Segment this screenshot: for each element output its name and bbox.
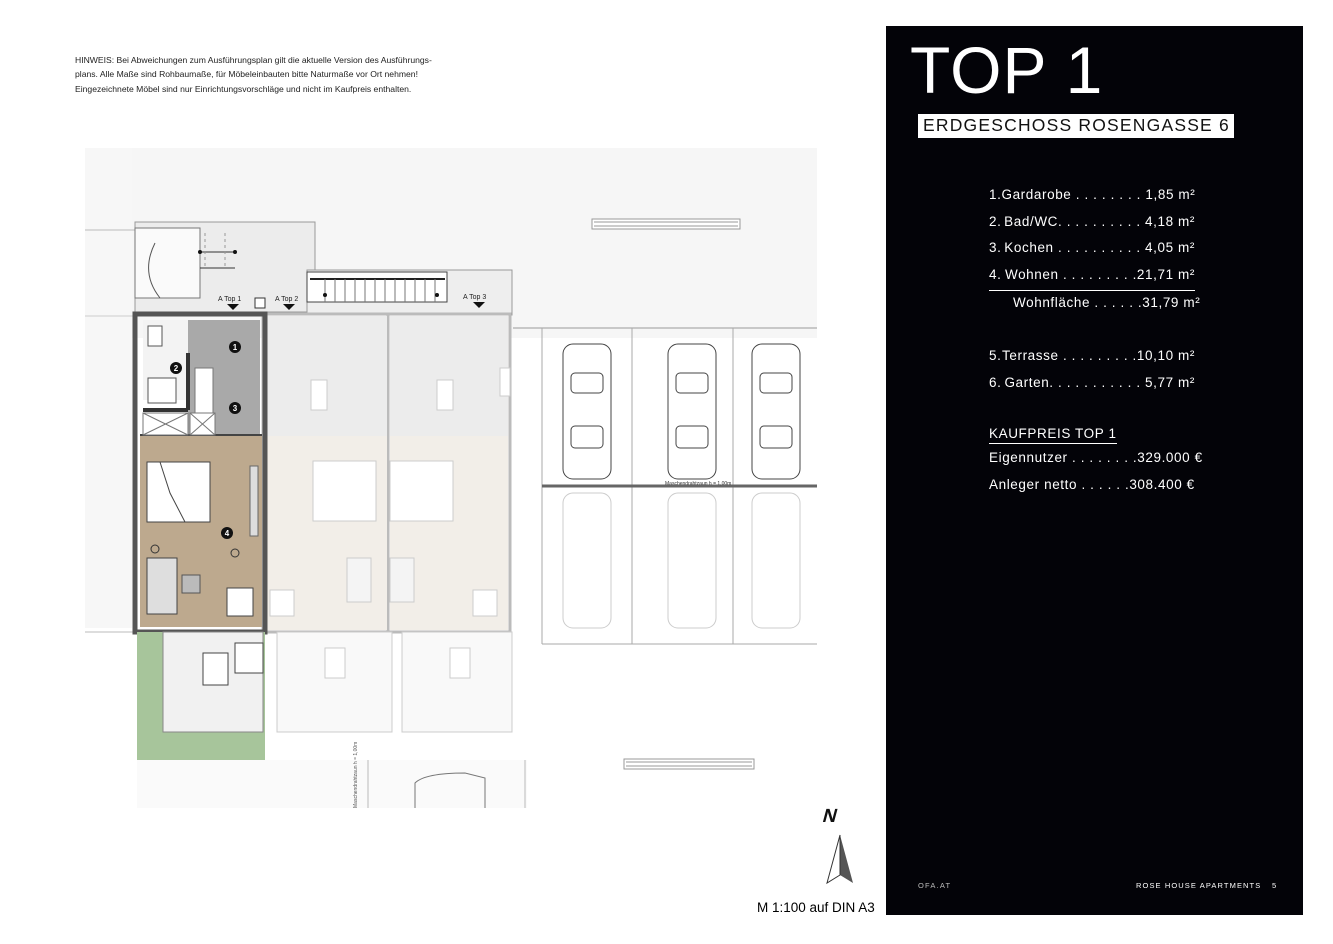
parked-car bbox=[562, 492, 612, 629]
room-area: Bad/WC. . . . . . . . . . 4,18 m² bbox=[1004, 213, 1195, 229]
parked-car bbox=[667, 343, 717, 480]
footer-website: OFA.AT bbox=[918, 881, 952, 890]
parked-car bbox=[751, 343, 801, 480]
page-number: 5 bbox=[1272, 881, 1277, 890]
note-line: Eingezeichnete Möbel sind nur Einrichtun… bbox=[75, 83, 412, 94]
site-background bbox=[85, 148, 132, 628]
table bbox=[226, 587, 254, 617]
info-panel: TOP 1 ERDGESCHOSS ROSENGASSE 6 1. Gardar… bbox=[886, 26, 1303, 915]
parked-car bbox=[751, 492, 801, 629]
price-section: KAUFPREIS TOP 1 Eigennutzer . . . . . . … bbox=[989, 426, 1203, 498]
scale-label: M 1:100 auf DIN A3 bbox=[757, 900, 875, 915]
room-area: Garten. . . . . . . . . . . 5,77 m² bbox=[1004, 375, 1195, 391]
living-area-value: Wohnfläche . . . . . .31,79 m² bbox=[1013, 294, 1201, 310]
apartment-title: TOP 1 bbox=[910, 33, 1104, 107]
room-area: Gardarobe . . . . . . . . 1,85 m² bbox=[1001, 187, 1196, 202]
room-number: 5. bbox=[989, 348, 1002, 364]
staircase bbox=[306, 271, 448, 303]
parked-car bbox=[414, 772, 486, 808]
note-line: plans. Alle Maße sind Rohbaumaße, für Mö… bbox=[75, 69, 418, 80]
apartment-label-top1: A Top 1 bbox=[218, 296, 241, 303]
room-list: 1. Gardarobe . . . . . . . . 1,85 m² 2. … bbox=[989, 183, 1200, 398]
room-area: Kochen . . . . . . . . . . 4,05 m² bbox=[1004, 240, 1195, 256]
living-area-total: Wohnfläche . . . . . .31,79 m² bbox=[989, 291, 1200, 318]
fence-label-vertical: Maschendrahtzaun h = 1,00m bbox=[353, 742, 359, 808]
room-row: 4. Wohnen . . . . . . . . .21,71 m² bbox=[989, 263, 1195, 291]
terrace-top2 bbox=[276, 631, 393, 733]
terrace-top3 bbox=[401, 631, 513, 733]
bed bbox=[146, 461, 211, 523]
room-marker: 4 bbox=[225, 529, 230, 538]
price-investor-net: Anleger netto . . . . . .308.400 € bbox=[989, 477, 1195, 492]
disclaimer-note: HINWEIS: Bei Abweichungen zum Ausführung… bbox=[75, 53, 455, 96]
room-area: Terrasse . . . . . . . . .10,10 m² bbox=[1002, 348, 1195, 364]
footer-project-name: ROSE HOUSE APARTMENTS bbox=[1136, 881, 1262, 890]
terrace-table bbox=[202, 652, 229, 686]
apartment-label-top3: A Top 3 bbox=[463, 294, 486, 301]
fence-label: Maschendrahtzaun h = 1,00m bbox=[665, 481, 731, 487]
price-row: Anleger netto . . . . . .308.400 € bbox=[989, 471, 1203, 498]
outdoor-row: 5. Terrasse . . . . . . . . .10,10 m² bbox=[989, 344, 1195, 371]
room-number: 1. bbox=[989, 187, 1002, 202]
outdoor-row: 6. Garten. . . . . . . . . . . 5,77 m² bbox=[989, 371, 1195, 398]
staircase bbox=[134, 227, 201, 299]
price-row: Eigennutzer . . . . . . . .329.000 € bbox=[989, 444, 1203, 471]
room-marker: 1 bbox=[233, 343, 238, 352]
north-arrow-icon bbox=[826, 834, 853, 885]
parked-car bbox=[667, 492, 717, 629]
room-number: 6. bbox=[989, 375, 1002, 391]
room-number: 3. bbox=[989, 240, 1002, 256]
price-owner-occupier: Eigennutzer . . . . . . . .329.000 € bbox=[989, 450, 1203, 465]
room-number: 2. bbox=[989, 213, 1002, 229]
room-row: 1. Gardarobe . . . . . . . . 1,85 m² bbox=[989, 183, 1195, 210]
apartment-label-top2: A Top 2 bbox=[275, 296, 298, 303]
floor-plan: A Top 1 A Top 2 A Top 3 1 2 3 4 bbox=[85, 148, 817, 808]
room-area: Wohnen . . . . . . . . .21,71 m² bbox=[1004, 267, 1195, 283]
sofa bbox=[146, 557, 178, 615]
note-line: HINWEIS: Bei Abweichungen zum Ausführung… bbox=[75, 55, 432, 65]
floor-subtitle: ERDGESCHOSS ROSENGASSE 6 bbox=[918, 114, 1234, 138]
parked-car bbox=[562, 343, 612, 480]
room-marker: 3 bbox=[233, 404, 238, 413]
price-heading: KAUFPREIS TOP 1 bbox=[989, 426, 1117, 444]
room-marker: 2 bbox=[174, 364, 179, 373]
room-row: 2. Bad/WC. . . . . . . . . . 4,18 m² bbox=[989, 210, 1195, 237]
room-row: 3. Kochen . . . . . . . . . . 4,05 m² bbox=[989, 236, 1195, 263]
room-number: 4. bbox=[989, 267, 1002, 283]
